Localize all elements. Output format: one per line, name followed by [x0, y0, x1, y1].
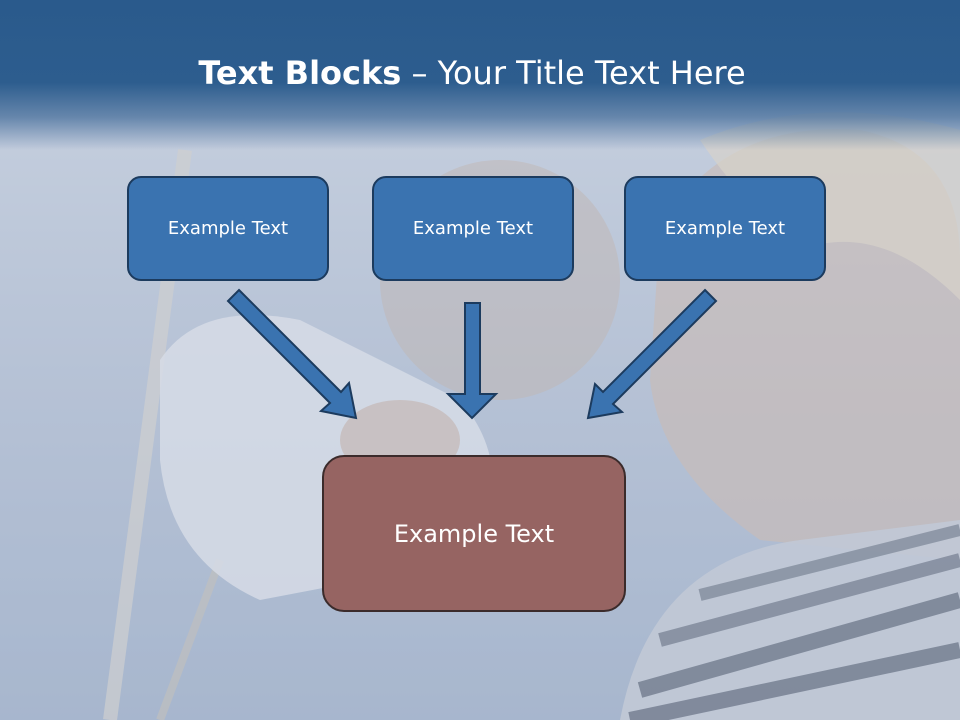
title-separator: –	[401, 54, 438, 92]
title-band	[0, 0, 960, 150]
text-block-left[interactable]: Example Text	[127, 176, 329, 281]
title-bold-part: Text Blocks	[198, 54, 402, 92]
text-block-result[interactable]: Example Text	[322, 455, 626, 612]
text-block-center[interactable]: Example Text	[372, 176, 574, 281]
slide-title: Text Blocks – Your Title Text Here	[0, 54, 944, 92]
text-block-right[interactable]: Example Text	[624, 176, 826, 281]
title-regular-part: Your Title Text Here	[437, 54, 746, 92]
